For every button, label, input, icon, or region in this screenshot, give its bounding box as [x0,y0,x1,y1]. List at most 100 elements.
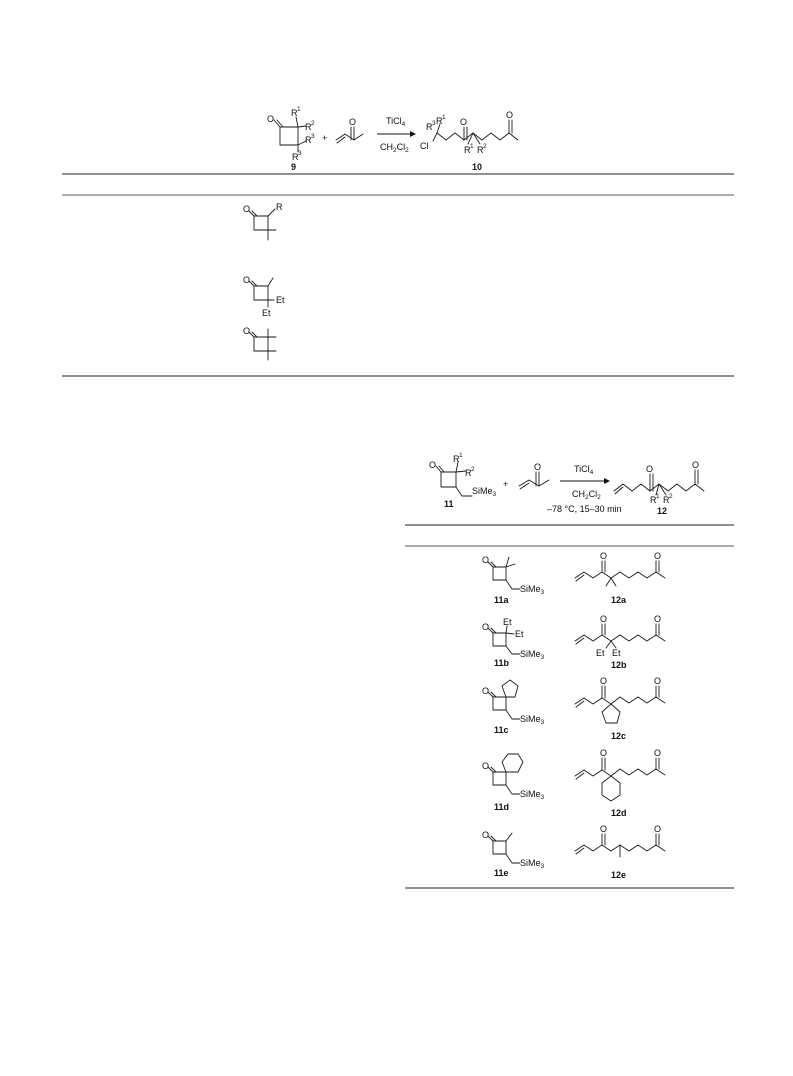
reagent-ch2cl2-2: CH2Cl2 [572,489,601,501]
reactant-11-r2: R [465,468,472,478]
svg-text:2: 2 [471,466,475,473]
table1-row-2-et2: Et [262,308,271,318]
product-12-r1: R [650,495,657,505]
table2-row-a: O SiMe3 11a O O 12a [482,551,666,605]
reactant-11-label: 11 [444,499,454,509]
reactant-11-o: O [429,460,436,470]
product-12-o2: O [692,460,699,470]
product-10-label: 10 [472,162,482,172]
svg-text:O: O [600,824,607,834]
product-12a-label: 12a [611,595,627,605]
substrate-11c-label: 11c [494,725,509,735]
product-10-r1p: R [464,145,471,155]
table1-row-1-structure: O R [243,202,283,241]
reactant-11-structure: O R 1 R 2 SiMe3 [429,452,497,498]
svg-text:O: O [482,622,489,632]
substrate-11e-label: 11e [494,868,509,878]
substrate-11a-structure: O SiMe3 [482,555,545,596]
table1-row-3-o: O [243,326,250,336]
product-12b-structure: O O Et Et [574,614,666,658]
svg-text:1: 1 [459,452,463,459]
product-10-o2: O [506,110,513,120]
table1-row-2-o: O [243,275,250,285]
reactant-11-r1: R [453,454,460,464]
table1-row-2-structure: O Et Et [243,275,285,318]
svg-text:2: 2 [669,493,673,500]
product-12d-label: 12d [611,808,627,818]
substrate-11b-structure: O Et Et SiMe3 [482,617,545,661]
table2-row-c: O SiMe3 11c O O 12c [482,676,666,741]
reagent-ticl4: TiCl4 [386,116,406,128]
product-12-r2: R [663,495,670,505]
table1-scheme: O R 1 R 2 R 3 R 3 9 + O TiCl4 CH2Cl2 [267,106,519,172]
product-12a-structure: O O [574,551,666,587]
substrate-11c-structure: O SiMe3 [482,679,545,726]
reactant-9-r3a: R [305,135,312,145]
product-12e-structure: O O [574,824,666,858]
product-12b-label: 12b [611,660,627,670]
product-10-o1: O [460,117,467,127]
svg-text:SiMe3: SiMe3 [520,858,545,870]
product-12d-structure: O O [574,748,666,802]
product-10-structure: O O Cl R 3 R 1 R 1 R 2 [420,110,519,155]
plus-sign-2: + [503,479,508,489]
reactant-11-sime3: SiMe3 [472,486,497,498]
svg-text:O: O [600,614,607,624]
svg-text:2: 2 [311,120,315,127]
svg-text:Et: Et [596,648,605,658]
table1-row-1-o: O [243,204,250,214]
svg-text:O: O [600,551,607,561]
table1-row-3-structure: O [243,326,277,361]
svg-text:SiMe3: SiMe3 [520,714,545,726]
reactant-9-r2: R [305,122,312,132]
svg-text:O: O [600,676,607,686]
product-12c-structure: O O [574,676,666,724]
substrate-11b-label: 11b [494,658,510,668]
table2-row-b: O Et Et SiMe3 11b O O Et Et 12b [482,614,666,670]
svg-text:O: O [482,761,489,771]
reactant-9-o: O [267,114,274,124]
table2-row-e: O SiMe3 11e O O 12e [482,824,666,880]
reactant-9-structure: O R 1 R 2 R 3 R 3 [267,106,315,162]
product-10-r3: R [426,122,433,132]
svg-text:O: O [654,676,661,686]
substrate-11a-label: 11a [494,595,510,605]
product-10-r2: R [477,145,484,155]
svg-text:O: O [654,614,661,624]
mvk-structure: O [335,117,364,144]
mvk-o-2: O [534,462,541,472]
svg-text:Et: Et [503,617,512,627]
svg-text:O: O [654,551,661,561]
product-12c-label: 12c [611,731,626,741]
reactant-9-r1: R [291,108,298,118]
svg-text:1: 1 [470,143,474,150]
mvk-structure-2: O [518,462,550,490]
svg-text:1: 1 [656,493,660,500]
svg-text:O: O [482,686,489,696]
product-12-o1: O [646,464,653,474]
table1-row-1-r: R [276,202,283,212]
svg-text:SiMe3: SiMe3 [520,789,545,801]
mvk-o: O [349,117,356,127]
table1-row-2-et1: Et [276,295,285,305]
product-12-label: 12 [657,506,667,516]
svg-text:Et: Et [515,629,524,639]
product-10-cl: Cl [420,141,429,151]
svg-text:O: O [482,830,489,840]
svg-text:O: O [654,824,661,834]
svg-text:3: 3 [311,133,315,140]
substrate-11d-label: 11d [494,802,509,812]
svg-text:SiMe3: SiMe3 [520,584,545,596]
svg-text:1: 1 [297,106,301,113]
svg-text:O: O [482,555,489,565]
product-12e-label: 12e [611,870,626,880]
reactant-9-r3b: R [292,152,299,162]
reagent-conditions: –78 °C, 15–30 min [547,504,622,514]
table2-scheme: O R 1 R 2 SiMe3 11 + O TiCl4 CH2Cl2 –78 … [429,452,705,516]
substrate-11d-structure: O SiMe3 [482,753,545,801]
svg-text:1: 1 [442,114,446,121]
product-12-structure: O O R 1 R 2 [613,460,705,505]
reagent-ticl4-2: TiCl4 [574,464,594,476]
svg-text:2: 2 [483,143,487,150]
